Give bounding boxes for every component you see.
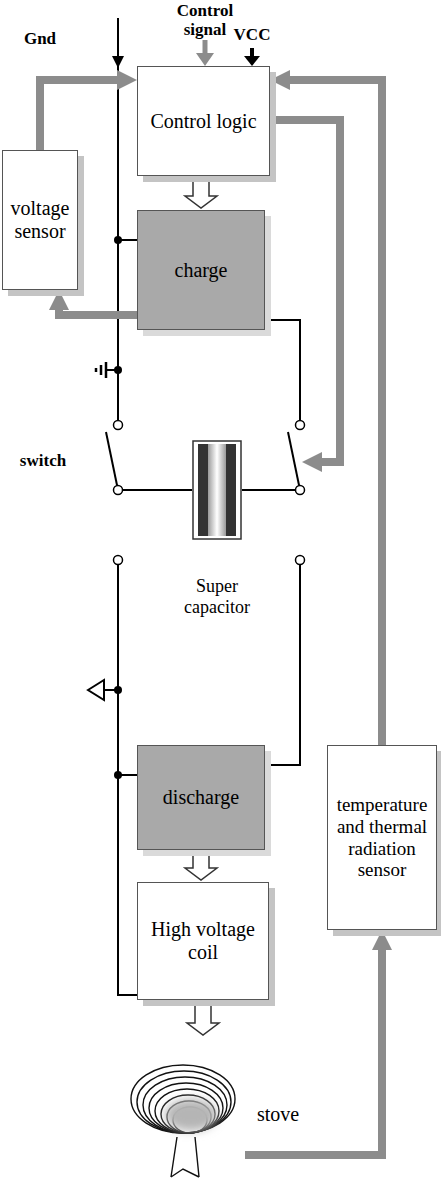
gnd-wire bbox=[117, 18, 119, 421]
signal-arrow bbox=[290, 80, 382, 745]
chassis-ground-symbol bbox=[88, 680, 104, 700]
charge-box: charge bbox=[137, 210, 265, 330]
node-label: stove bbox=[257, 1103, 299, 1126]
capacitor-wire bbox=[118, 489, 192, 491]
sensor-box: temperature and thermal radiation sensor bbox=[327, 745, 437, 930]
switch-contact bbox=[114, 486, 123, 495]
junction-dot bbox=[114, 366, 122, 374]
node-label: voltage sensor bbox=[7, 197, 73, 243]
signal-name: Control signal bbox=[168, 2, 242, 39]
control-signal-arrowhead bbox=[196, 53, 214, 66]
junction-dot bbox=[114, 771, 122, 779]
switch-contact bbox=[296, 486, 305, 495]
node-label: charge bbox=[175, 259, 228, 282]
stove-illustration: stove bbox=[125, 1037, 245, 1182]
power-flow-arrow bbox=[187, 1002, 219, 1035]
power-flow-arrow bbox=[185, 178, 217, 208]
pin-name: Gnd bbox=[16, 30, 64, 49]
switch-blade bbox=[106, 432, 118, 490]
capacitor-symbol bbox=[192, 440, 242, 540]
node-label: Control logic bbox=[150, 110, 256, 133]
coil-return-wire bbox=[118, 564, 137, 995]
supercapacitor: Super capacitor bbox=[192, 440, 242, 540]
vcc-arrow bbox=[250, 48, 254, 57]
pin-name: VCC bbox=[228, 26, 276, 45]
node-label: discharge bbox=[163, 786, 239, 809]
vcc-arrowhead bbox=[244, 56, 260, 66]
switch-contact bbox=[296, 421, 305, 430]
terminal bbox=[114, 556, 123, 565]
earth-symbol bbox=[95, 368, 98, 372]
capacitor-wire bbox=[242, 489, 300, 491]
discharge-input-wire bbox=[265, 564, 300, 765]
stove-drawing bbox=[125, 1037, 245, 1182]
signal-arrow bbox=[59, 310, 137, 315]
node-label: temperature and thermal radiation sensor bbox=[332, 794, 432, 881]
discharge-box: discharge bbox=[137, 745, 265, 850]
logic-box: Control logic bbox=[137, 66, 270, 176]
coil-box: High voltage coil bbox=[137, 882, 269, 1000]
junction-dot bbox=[114, 686, 122, 694]
terminal bbox=[296, 556, 305, 565]
charge-output-wire bbox=[265, 320, 300, 421]
node-label: High voltage coil bbox=[142, 918, 264, 964]
node-label: Super capacitor bbox=[162, 576, 272, 617]
junction-dot bbox=[114, 236, 122, 244]
switch-blade bbox=[288, 432, 300, 490]
control-signal-arrow bbox=[203, 40, 208, 54]
switch-contact bbox=[114, 421, 123, 430]
gnd-arrowhead bbox=[112, 56, 124, 68]
earth-symbol bbox=[105, 362, 108, 378]
power-flow-arrow bbox=[185, 852, 217, 880]
sensor-box: voltage sensor bbox=[2, 150, 78, 290]
switch-control-arrow bbox=[270, 120, 340, 462]
earth-symbol bbox=[100, 365, 103, 375]
part-name: switch bbox=[12, 452, 74, 471]
signal-arrow bbox=[40, 80, 117, 150]
